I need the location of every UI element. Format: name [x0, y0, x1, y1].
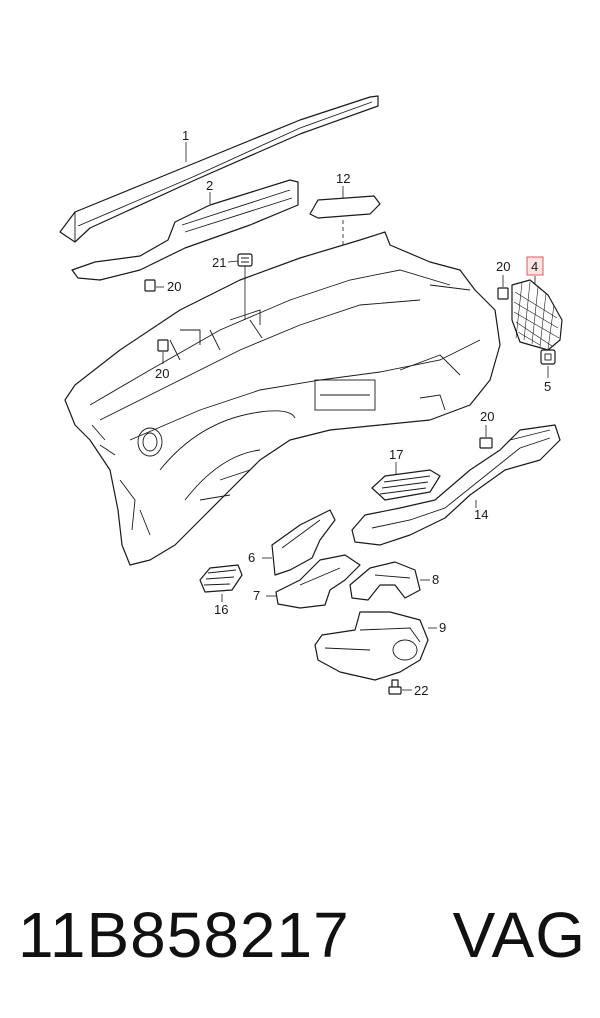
part-number-label: 11B858217	[18, 899, 350, 971]
callout-20-c: 20	[496, 259, 510, 274]
callout-9: 9	[439, 620, 446, 635]
callout-1: 1	[182, 128, 189, 143]
part-17-air-vent	[371, 469, 441, 501]
part-20-clip-c	[497, 287, 509, 300]
part-7-cover	[275, 554, 361, 609]
callout-8: 8	[432, 572, 439, 587]
callout-14: 14	[474, 507, 488, 522]
parts-exploded-diagram: 1 2 12 21	[59, 95, 563, 698]
part-4-mesh-grille	[511, 279, 563, 351]
callout-20-a: 20	[167, 279, 181, 294]
callout-4: 4	[531, 259, 538, 274]
part-20-clip-a	[144, 279, 156, 292]
part-16-air-vent	[199, 564, 243, 593]
part-21-clip	[237, 253, 253, 267]
callout-5: 5	[544, 379, 551, 394]
callout-17: 17	[389, 447, 403, 462]
dashboard-body	[64, 231, 501, 566]
callout-22: 22	[414, 683, 428, 698]
callout-20-b: 20	[155, 366, 169, 381]
callout-2: 2	[206, 178, 213, 193]
part-2-trim-panel	[71, 179, 299, 281]
footer: 11B858217 VAG	[0, 890, 600, 980]
part-6-cover	[271, 509, 336, 576]
highlight-box-4	[526, 256, 544, 276]
callout-20-d: 20	[480, 409, 494, 424]
part-8-column-cover	[349, 561, 421, 601]
callout-6: 6	[248, 550, 255, 565]
callout-7: 7	[253, 588, 260, 603]
part-12-cover-strip	[309, 195, 381, 219]
part-1-trim-strip	[59, 95, 379, 243]
part-22-screw	[388, 679, 402, 695]
callout-12: 12	[336, 171, 350, 186]
part-9-lower-cover	[314, 611, 429, 681]
part-14-trim-panel	[351, 424, 561, 546]
callout-16: 16	[214, 602, 228, 617]
part-20-clip-b	[157, 339, 169, 352]
part-5-clip	[540, 349, 556, 365]
callout-21: 21	[212, 255, 226, 270]
brand-label: VAG	[452, 899, 586, 971]
part-20-clip-d	[479, 437, 493, 449]
